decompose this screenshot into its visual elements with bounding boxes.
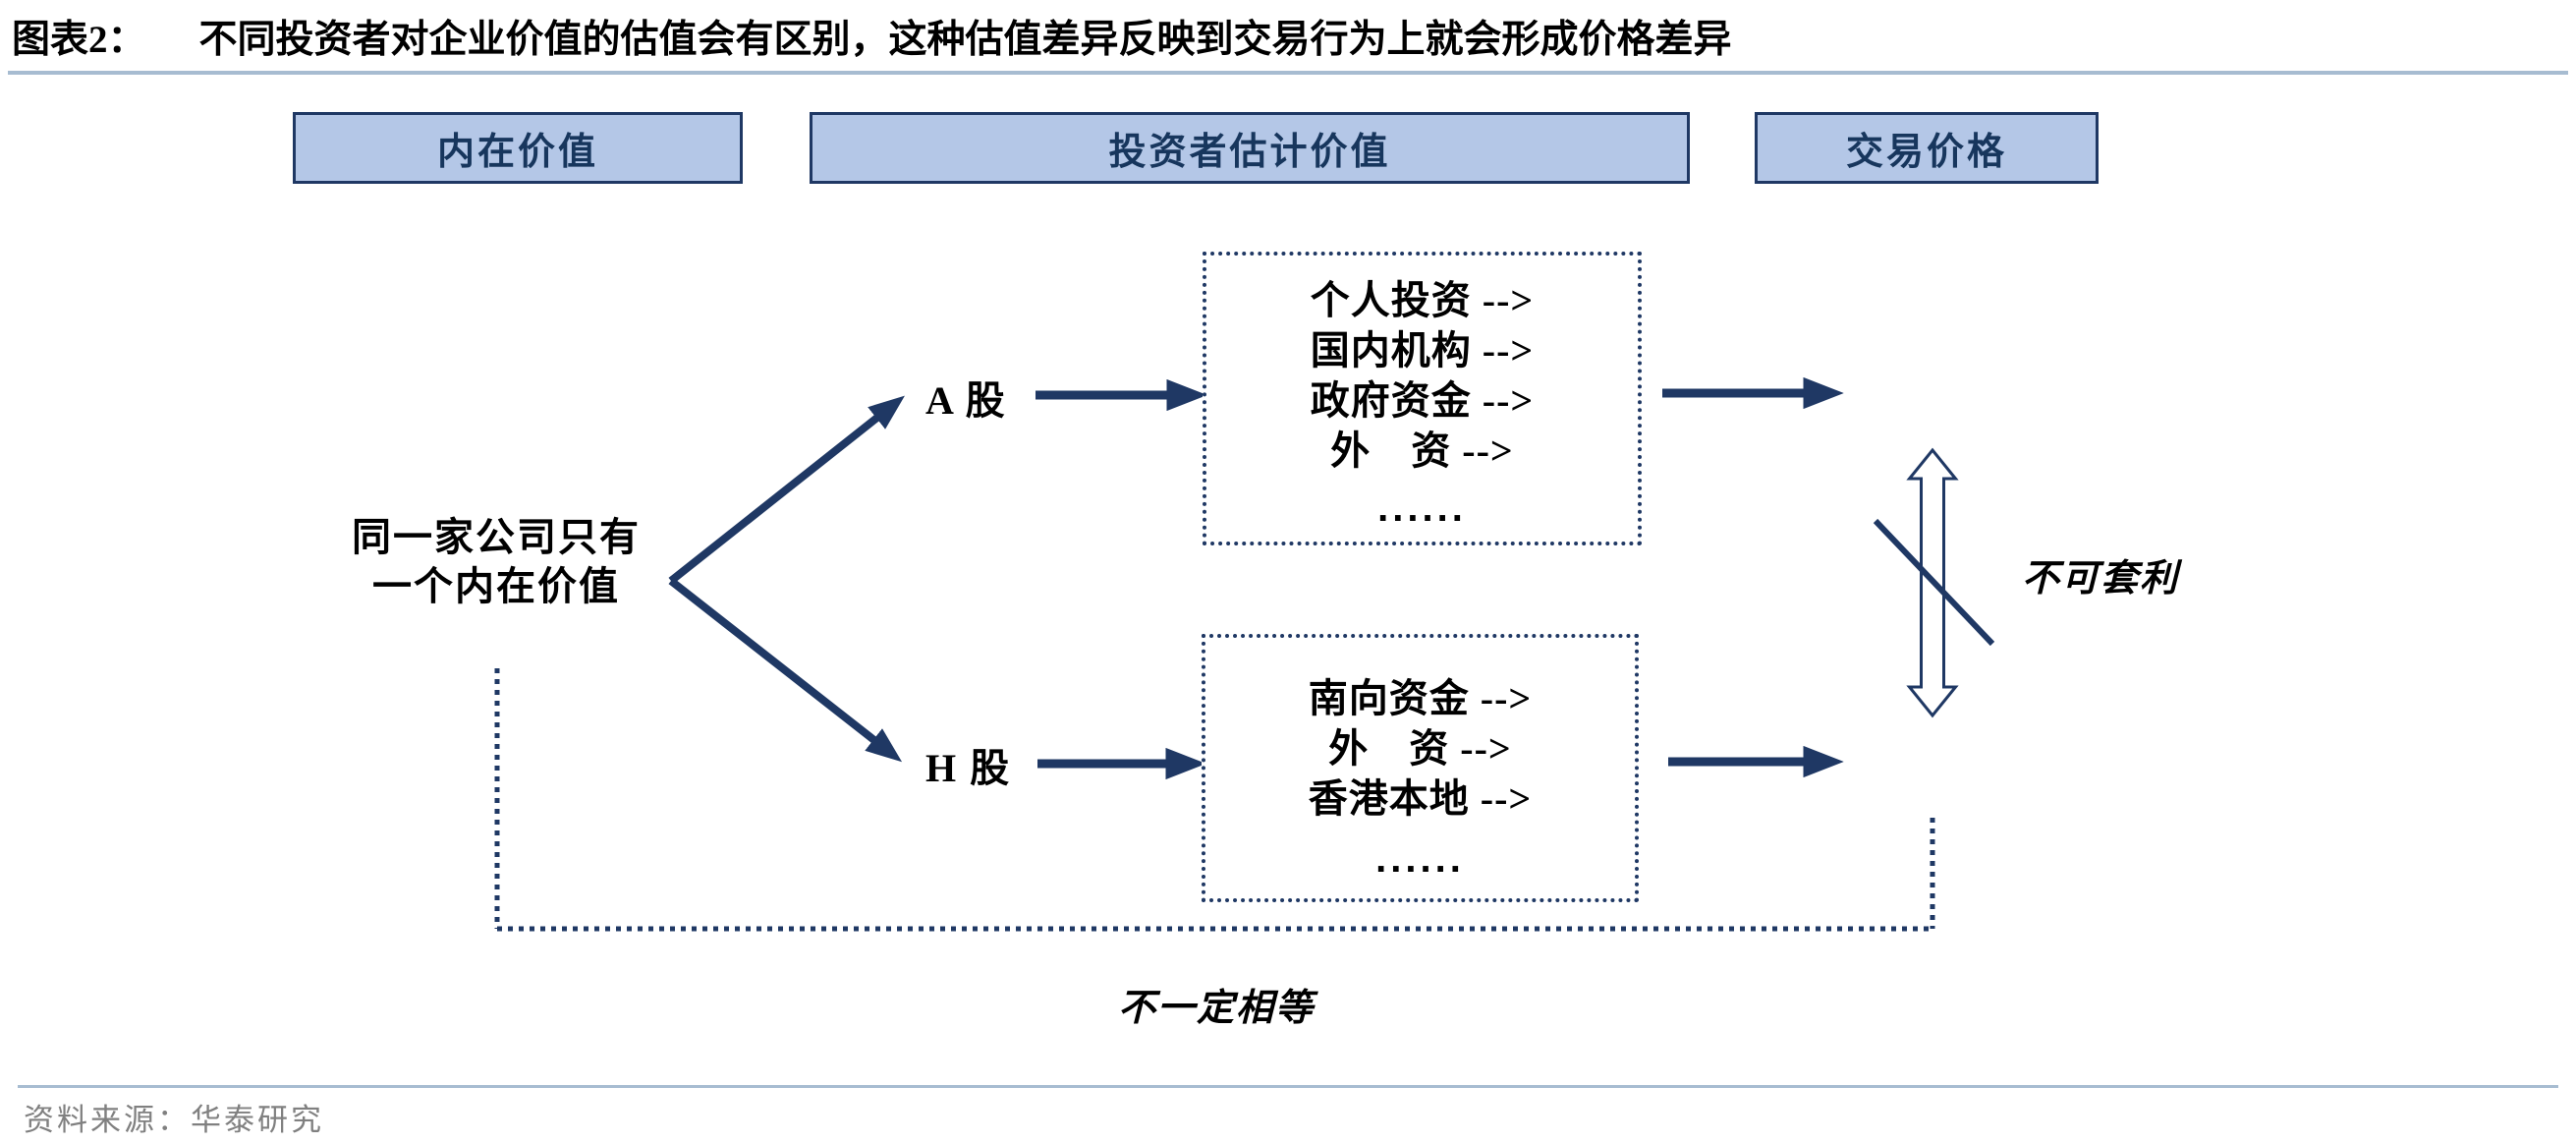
h-box-row-foreign-capital: 外 资 --> xyxy=(1328,726,1512,771)
header-box-intrinsic-value: 内在价值 xyxy=(293,112,743,184)
h-box-row-southbound-funds: 南向资金 --> xyxy=(1308,676,1533,720)
a-box-row-domestic-institution: 国内机构 --> xyxy=(1310,328,1535,372)
intrinsic-value-note: 同一家公司只有 一个内在价值 xyxy=(324,513,668,611)
h-box-row-hongkong-local: 香港本地 --> xyxy=(1308,776,1533,821)
strike-through-line xyxy=(1873,518,1995,647)
footer-divider-line xyxy=(18,1085,2558,1088)
h-share-investor-box: 南向资金 --> 外 资 --> 香港本地 --> ...... xyxy=(1202,634,1639,902)
figure-title: 不同投资者对企业价值的估值会有区别，这种估值差异反映到交易行为上就会形成价格差异 xyxy=(198,19,1732,61)
intrinsic-value-note-line1: 同一家公司只有 xyxy=(352,515,641,559)
header-investor-estimated-value-label: 投资者估计价值 xyxy=(1108,132,1391,173)
a-box-row-government-funds: 政府资金 --> xyxy=(1310,378,1535,423)
header-box-investor-estimated-value: 投资者估计价值 xyxy=(810,112,1690,184)
not-necessarily-equal-label: 不一定相等 xyxy=(1117,988,1315,1029)
figure-title-row: 图表2： 不同投资者对企业价值的估值会有区别，这种估值差异反映到交易行为上就会形… xyxy=(12,16,1732,65)
h-box-ellipsis: ...... xyxy=(1375,837,1465,881)
header-box-trading-price: 交易价格 xyxy=(1755,112,2099,184)
a-share-investor-box: 个人投资 --> 国内机构 --> 政府资金 --> 外 资 --> .....… xyxy=(1203,252,1642,545)
header-intrinsic-value-label: 内在价值 xyxy=(436,132,598,173)
no-arbitrage-label: 不可套利 xyxy=(2022,558,2180,600)
a-box-ellipsis: ...... xyxy=(1377,486,1467,530)
branch-arrow-to-a-share xyxy=(668,395,905,585)
intrinsic-value-note-line2: 一个内在价值 xyxy=(372,564,620,608)
source-text: 资料来源：华泰研究 xyxy=(24,1103,324,1137)
h-share-label: H 股 xyxy=(925,746,1012,790)
a-box-row-individual: 个人投资 --> xyxy=(1310,278,1535,322)
figure-label: 图表2： xyxy=(12,19,146,61)
branch-arrow-to-h-share xyxy=(668,577,903,763)
header-trading-price-label: 交易价格 xyxy=(1845,132,2007,173)
a-share-label: A 股 xyxy=(925,378,1007,423)
title-divider-line xyxy=(8,71,2568,75)
a-box-row-foreign-capital: 外 资 --> xyxy=(1330,429,1514,473)
